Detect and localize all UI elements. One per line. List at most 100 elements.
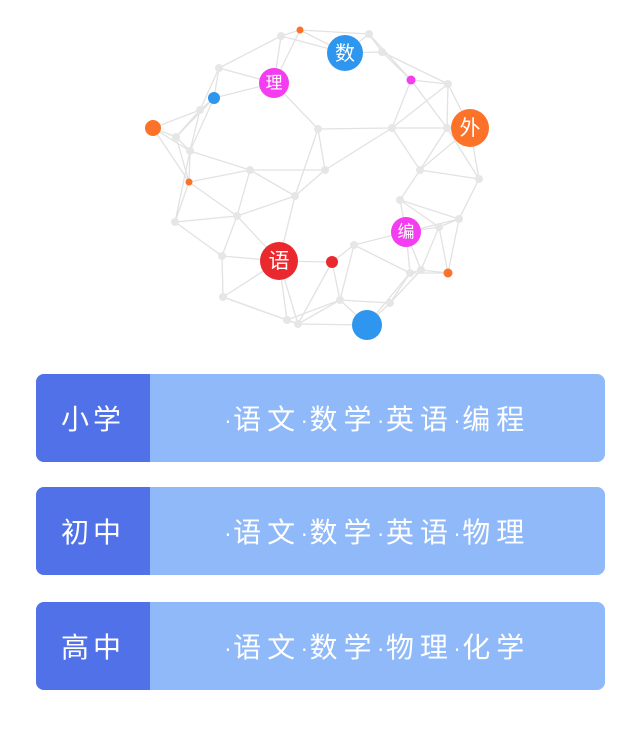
subject-bubble-label: 语 [269,249,290,273]
network-edge [174,215,238,223]
network-node [444,80,452,88]
level-label: 小学 [36,374,150,462]
network-edge [294,128,319,197]
network-node [171,218,179,226]
network-node [233,212,241,220]
network-edge [221,255,224,298]
network-node [416,166,424,174]
network-edge [189,150,251,171]
subject: 编程 [454,398,530,438]
network-edge [299,29,370,35]
level-row-junior[interactable]: 初中 语文 数学 英语 物理 [36,487,605,575]
level-label: 高中 [36,602,150,690]
network-dot [208,92,220,104]
network-edge [199,67,220,111]
network-node [336,296,344,304]
network-edge [389,269,422,304]
subject: 语文 [225,398,301,438]
network-dot [443,268,453,278]
network-node [172,133,180,141]
level-row-senior[interactable]: 高中 语文 数学 物理 化学 [36,602,605,690]
network-node [417,266,425,274]
network-edge [331,261,341,301]
network-edge [399,199,440,228]
network-edge [399,169,421,201]
network-node [277,32,285,40]
network-node [435,223,443,231]
network-node [406,269,414,277]
network-edge [446,127,480,180]
network-edge [236,169,251,217]
subject-list: 语文 数学 英语 编程 [150,374,605,462]
network-node [378,48,386,56]
subject-bubble-circle [391,217,421,247]
network-edge [174,181,190,223]
subject: 数学 [301,398,377,438]
subject: 语文 [225,626,301,666]
network-edge [286,299,341,321]
network-node [386,299,394,307]
network-node [455,215,463,223]
network-edge [174,221,223,257]
network-dot [352,310,382,340]
network-node [314,125,322,133]
network-node [246,166,254,174]
level-label: 初中 [36,487,150,575]
subject-bubble: 编 [391,217,421,247]
network-edge [410,79,449,85]
subject-bubble-label: 理 [266,74,283,94]
subject-bubble-label: 编 [398,223,415,243]
network-edge [218,35,282,69]
network-edge [410,79,448,129]
subject: 语文 [225,511,301,551]
subject-list: 语文 数学 英语 物理 [150,487,605,575]
subject-bubble: 外 [451,109,489,147]
network-node [294,320,302,328]
network-edge [188,169,251,183]
network-edge [174,150,191,223]
network-edge [188,181,238,217]
subject-list: 语文 数学 物理 化学 [150,602,605,690]
network-node [196,106,204,114]
network-node [215,64,223,72]
network-edge [419,127,448,171]
network-edge [189,109,201,152]
network-edge [420,226,440,271]
network-edge [297,261,333,325]
level-row-primary[interactable]: 小学 语文 数学 英语 编程 [36,374,605,462]
network-edge [189,97,215,152]
network-dot [185,178,193,186]
subject-bubble-label: 外 [460,116,481,140]
subject: 英语 [378,511,454,551]
network-dot [326,256,338,268]
subject: 英语 [378,398,454,438]
network-edge [353,244,411,274]
network-edge [419,169,480,180]
network-edge [297,299,341,325]
network-dot [145,120,161,136]
network-edge [249,169,296,197]
subject: 物理 [378,626,454,666]
subject: 数学 [301,626,377,666]
network-edge [391,127,421,171]
network-node [186,147,194,155]
subject-bubble-label: 数 [335,41,355,65]
network-edge [324,127,393,171]
subject-bubble: 数 [327,35,363,71]
network-node [291,192,299,200]
subject-bubble-circle [327,35,363,71]
subject: 化学 [454,626,530,666]
network-node [350,241,358,249]
network-edge [152,109,201,129]
network-node [443,124,451,132]
network-dot [296,26,304,34]
network-edge [446,83,449,129]
network-dot [406,75,416,85]
network-edge [339,244,355,301]
subject-bubble: 理 [259,68,289,98]
network-node [396,196,404,204]
network-edge [391,79,412,129]
network-edge [381,51,412,81]
subject-bubble-circle [451,109,489,147]
network-node [218,252,226,260]
